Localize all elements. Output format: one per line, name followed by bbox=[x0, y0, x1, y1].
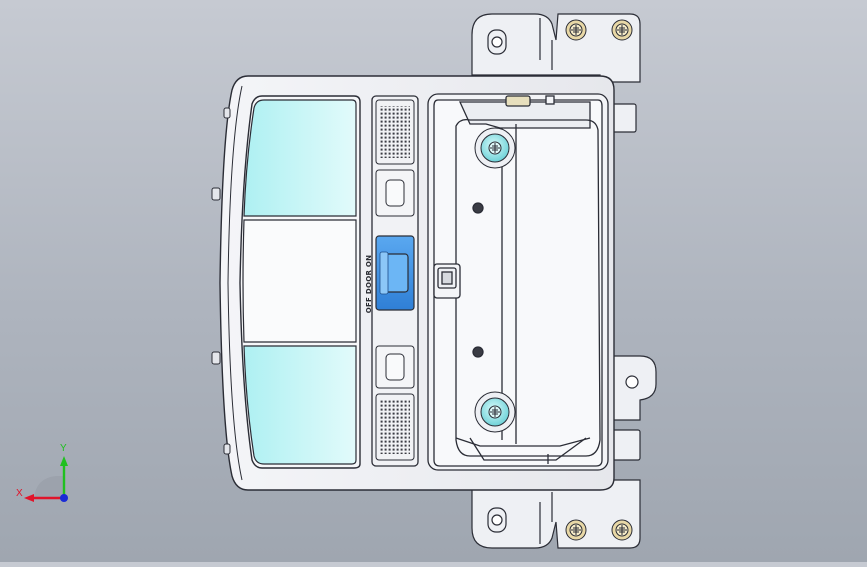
lens-center bbox=[242, 219, 357, 343]
side-tab-right bbox=[611, 103, 657, 461]
x-axis-label: X bbox=[16, 488, 23, 499]
bracket-screw-icon bbox=[565, 19, 633, 541]
map-light-button-lower[interactable] bbox=[375, 345, 415, 389]
speaker-grille-top bbox=[375, 99, 415, 165]
mounting-bracket-bottom bbox=[471, 479, 641, 549]
lens-upper bbox=[243, 99, 357, 217]
y-axis-label: Y bbox=[60, 443, 67, 454]
door-switch-label: OFF DOOR ON bbox=[365, 255, 373, 314]
storage-bin bbox=[427, 93, 609, 471]
lens-lower bbox=[243, 345, 357, 465]
door-switch[interactable] bbox=[375, 235, 415, 311]
speaker-grille-bottom bbox=[375, 393, 415, 461]
switch-position-label: OFF DOOR ON bbox=[365, 255, 373, 314]
bin-screw-upper-icon bbox=[474, 127, 516, 169]
orientation-triad bbox=[24, 456, 68, 502]
map-light-button-upper[interactable] bbox=[375, 169, 415, 217]
mounting-bracket-top bbox=[471, 13, 641, 83]
bin-screw-lower-icon bbox=[474, 391, 516, 433]
